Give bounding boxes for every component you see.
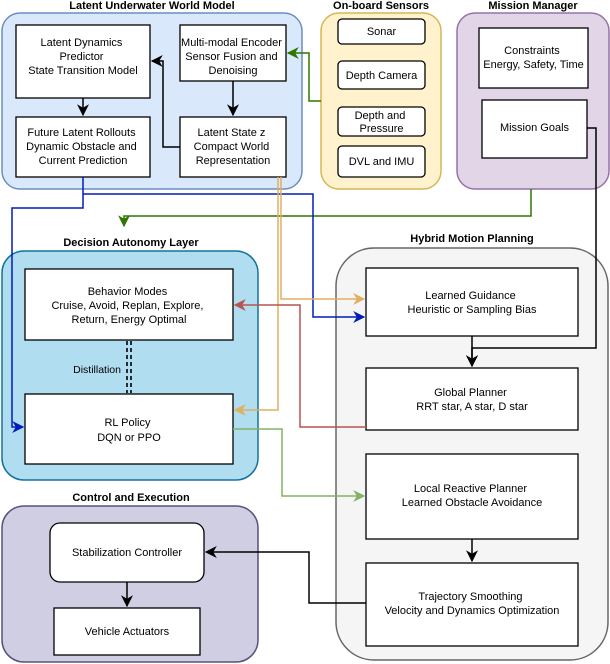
node-depth-pressure-label: Depth and Pressure (355, 110, 409, 135)
node-latent-state: Latent State z Compact World Representat… (179, 116, 287, 178)
node-trajectory-smoothing-label: Trajectory Smoothing Velocity and Dynami… (385, 591, 560, 617)
edge-mission-to-decision (118, 189, 532, 228)
node-mission-goals-label: Mission Goals (500, 122, 570, 134)
edge-rollouts-to-guidance (83, 193, 366, 323)
node-rl-policy-label: RL Policy DQN or PPO (97, 417, 161, 444)
edge-latent-state-to-rl-policy (233, 177, 279, 416)
edge-sensors-to-encoder (286, 47, 321, 102)
edge-global-planner-to-behavior (233, 299, 366, 428)
node-mission-goals: Mission Goals (481, 99, 588, 159)
group-title-decision: Decision Autonomy Layer (63, 237, 199, 249)
node-latent-dynamics-label: Latent Dynamics Predictor State Transiti… (28, 37, 137, 77)
node-dvl-imu-label: DVL and IMU (349, 156, 415, 168)
node-depth-camera: Depth Camera (337, 60, 426, 90)
group-title-hybrid: Hybrid Motion Planning (410, 233, 533, 245)
node-trajectory-smoothing: Trajectory Smoothing Velocity and Dynami… (365, 562, 579, 647)
edge-latent-state-to-guidance (280, 177, 366, 305)
node-rollouts-label: Future Latent Rollouts Dynamic Obstacle … (26, 127, 140, 167)
edge-latent-state-to-dynamics (150, 55, 180, 148)
node-local-planner-label: Local Reactive Planner Learned Obstacle … (402, 483, 542, 509)
node-stabilization-controller: Stabilization Controller (49, 522, 205, 583)
node-encoder-label: Multi-modal Encoder Sensor Fusion and De… (181, 37, 285, 77)
group-title-world-model: Latent Underwater World Model (69, 0, 234, 12)
edge-label-distillation: Distillation (73, 364, 121, 376)
node-latent-state-label: Latent State z Compact World Representat… (194, 127, 273, 167)
edge-trajectory-to-stabilization (204, 546, 366, 604)
node-vehicle-actuators: Vehicle Actuators (53, 607, 201, 656)
node-depth-camera-label: Depth Camera (346, 70, 418, 82)
node-constraints-label: Constraints Energy, Safety, Time (483, 45, 583, 71)
group-title-mission: Mission Manager (488, 0, 578, 12)
node-local-planner: Local Reactive Planner Learned Obstacle … (365, 453, 579, 540)
node-rl-policy: RL Policy DQN or PPO (24, 393, 234, 465)
group-sensors: On-board Sensors (320, 0, 442, 190)
node-depth-pressure: Depth and Pressure (337, 106, 426, 137)
node-dvl-imu: DVL and IMU (337, 145, 426, 178)
group-title-control: Control and Execution (72, 492, 190, 504)
node-encoder: Multi-modal Encoder Sensor Fusion and De… (179, 24, 287, 82)
node-behavior-modes: Behavior Modes Cruise, Avoid, Replan, Ex… (24, 268, 234, 341)
node-rollouts: Future Latent Rollouts Dynamic Obstacle … (15, 116, 151, 178)
edge-distillation (126, 341, 132, 393)
node-global-planner: Global Planner RRT star, A star, D star (365, 367, 579, 431)
node-global-planner-label: Global Planner RRT star, A star, D star (416, 387, 528, 413)
node-stabilization-controller-label: Stabilization Controller (72, 547, 182, 559)
group-title-sensors: On-board Sensors (333, 0, 429, 12)
node-learned-guidance: Learned Guidance Heuristic or Sampling B… (365, 267, 579, 337)
node-behavior-modes-label: Behavior Modes Cruise, Avoid, Replan, Ex… (51, 286, 206, 326)
node-sonar-label: Sonar (367, 26, 397, 38)
node-vehicle-actuators-label: Vehicle Actuators (85, 626, 170, 638)
node-learned-guidance-label: Learned Guidance Heuristic or Sampling B… (408, 290, 537, 316)
node-latent-dynamics: Latent Dynamics Predictor State Transiti… (15, 24, 151, 99)
edge-rollouts-to-rl-policy (11, 177, 84, 433)
node-sonar: Sonar (337, 18, 426, 45)
node-constraints: Constraints Energy, Safety, Time (478, 27, 589, 89)
edge-rl-policy-to-local-planner (233, 428, 366, 502)
